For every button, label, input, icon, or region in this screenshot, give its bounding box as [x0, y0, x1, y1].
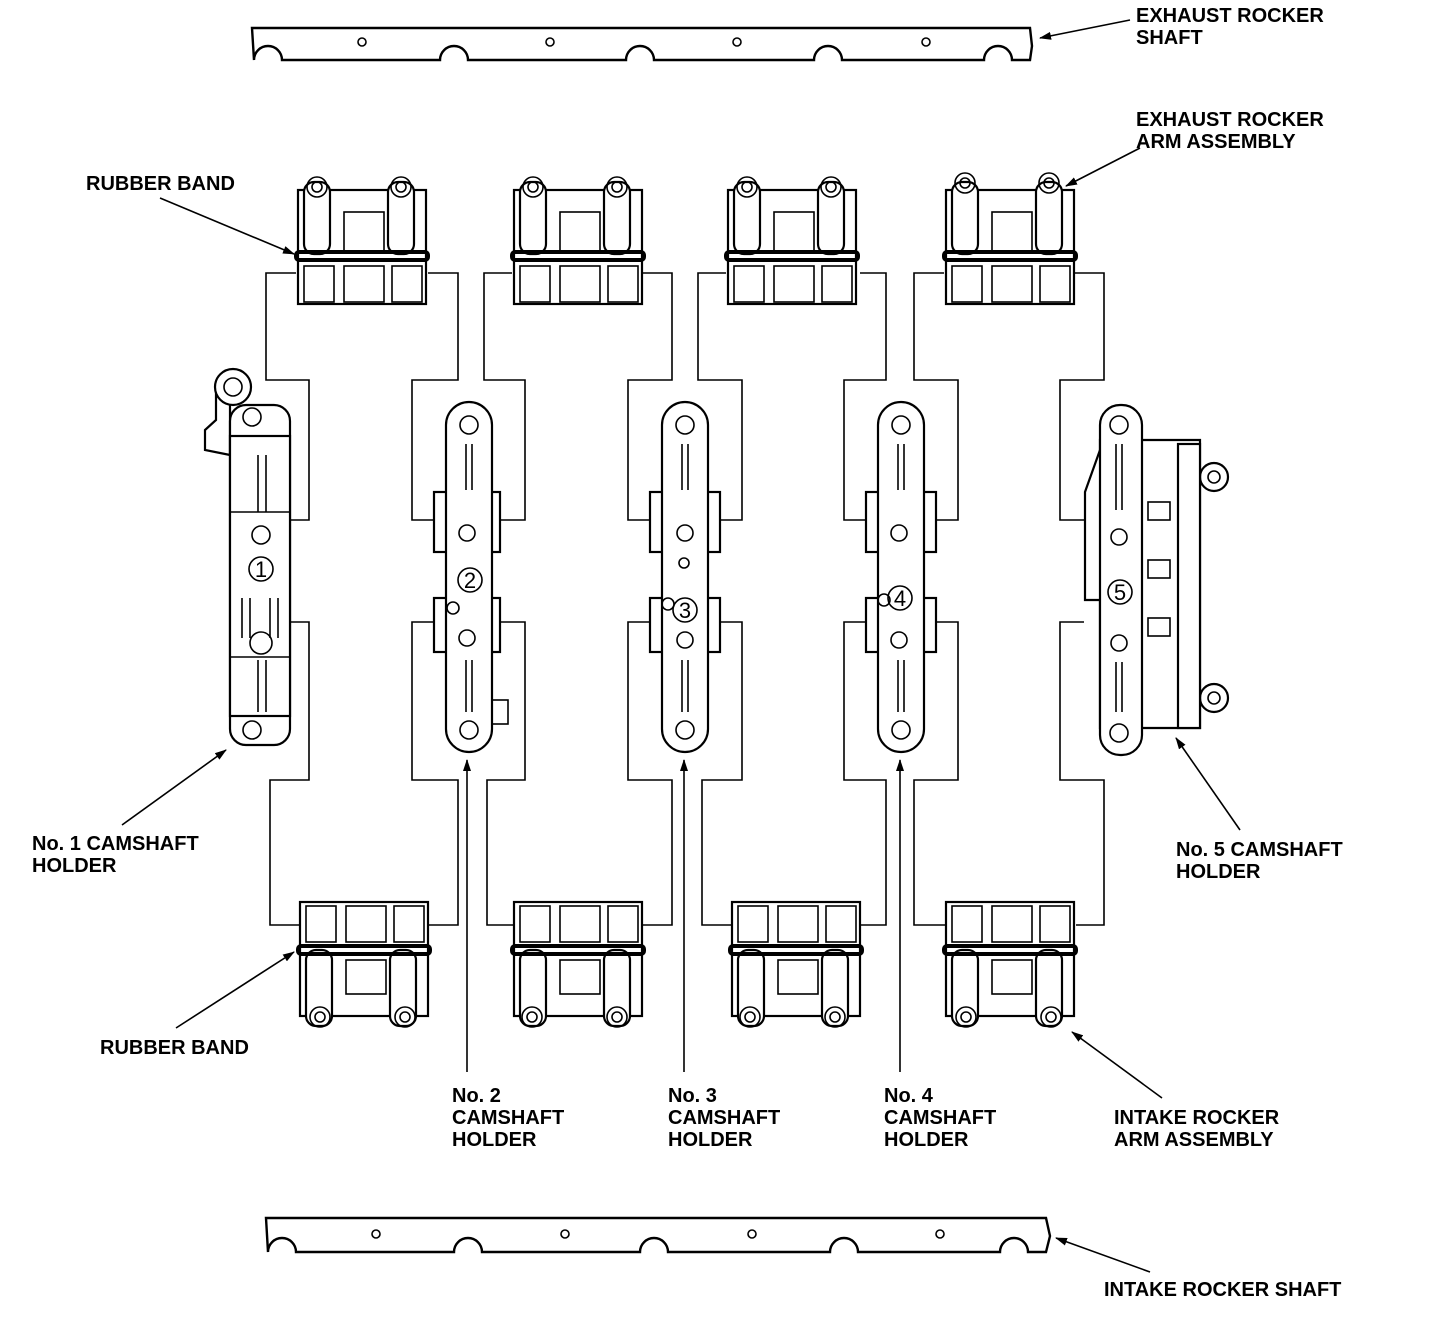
- seating-outline: [265, 272, 1105, 926]
- label-rubber-band-bottom: RUBBER BAND: [100, 1037, 249, 1059]
- leader-exhaust-shaft: [1039, 19, 1131, 40]
- leader-lines: [121, 19, 1241, 1273]
- label-exhaust-rocker-arm-assembly: EXHAUST ROCKER ARM ASSEMBLY: [1136, 109, 1329, 153]
- label-no1-camshaft-holder: No. 1 CAMSHAFT HOLDER: [32, 833, 204, 877]
- intake-rocker-arm-assembly-2: [510, 900, 646, 1028]
- label-exhaust-rocker-shaft: EXHAUST ROCKER SHAFT: [1136, 5, 1329, 49]
- intake-rocker-arm-assembly-1: [296, 900, 432, 1028]
- intake-rocker-arm-assembly-3: [728, 900, 864, 1028]
- holder-number-4: 4: [894, 586, 906, 611]
- exhaust-rocker-arm-assembly-4: [942, 172, 1078, 306]
- exhaust-rocker-arm-assembly-3: [724, 176, 860, 306]
- intake-rocker-shaft: [264, 1216, 1052, 1254]
- label-no4-camshaft-holder: No. 4 CAMSHAFT HOLDER: [884, 1085, 1002, 1151]
- exhaust-rocker-shaft: [250, 26, 1034, 62]
- leader-rubber-band-bottom: [175, 951, 295, 1029]
- leader-holder-5: [1175, 737, 1241, 831]
- exhaust-rocker-arm-assembly-2: [510, 176, 646, 306]
- camshaft-holder-4: [864, 400, 938, 754]
- camshaft-holder-5: [1083, 403, 1230, 757]
- leader-intake-arm: [1071, 1031, 1163, 1099]
- leader-rubber-band-top: [159, 197, 295, 255]
- label-no3-camshaft-holder: No. 3 CAMSHAFT HOLDER: [668, 1085, 786, 1151]
- camshaft-holder-3: [648, 400, 722, 754]
- leader-exhaust-arm: [1065, 147, 1141, 187]
- camshaft-holder-2: [432, 400, 509, 754]
- label-intake-rocker-arm-assembly: INTAKE ROCKER ARM ASSEMBLY: [1114, 1107, 1285, 1151]
- camshaft-holder-1: [203, 367, 292, 747]
- label-intake-rocker-shaft: INTAKE ROCKER SHAFT: [1104, 1279, 1341, 1301]
- exhaust-rocker-arm-assembly-1: [294, 176, 430, 306]
- leader-holder-1: [121, 749, 227, 826]
- intake-rocker-arm-assembly-4: [942, 900, 1078, 1028]
- holder-number-3: 3: [679, 598, 691, 623]
- holder-number-markers: 1 2 3 4 5: [255, 557, 1126, 623]
- label-no2-camshaft-holder: No. 2 CAMSHAFT HOLDER: [452, 1085, 570, 1151]
- label-no5-camshaft-holder: No. 5 CAMSHAFT HOLDER: [1176, 839, 1348, 883]
- leader-intake-shaft: [1055, 1237, 1151, 1273]
- label-rubber-band-top: RUBBER BAND: [86, 173, 235, 195]
- holder-number-2: 2: [464, 568, 476, 593]
- holder-number-5: 5: [1114, 580, 1126, 605]
- holder-number-1: 1: [255, 557, 267, 582]
